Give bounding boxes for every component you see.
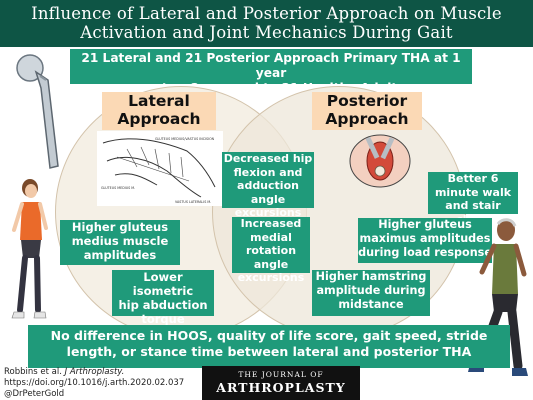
posterior-1-line-2: minute walk [434,185,512,199]
posterior-finding-gluteus-maximus: Higher gluteus maximus amplitudes during… [358,218,492,263]
footer-line-2: length, or stance time between lateral a… [66,344,472,359]
title-bar: Influence of Lateral and Posterior Appro… [0,0,533,47]
hip-implant-illustration [16,54,59,169]
journal-logo: THE JOURNAL OF ARTHROPLASTY [202,366,360,400]
woman-walking-illustration [11,179,48,319]
citation-journal-name: J Arthroplasty. [64,367,125,377]
overlap-2-line-4: excursions [237,271,305,284]
overlap-2-line-3: rotation angle [245,244,297,271]
lateral-heading-line-2: Approach [117,110,201,128]
posterior-2-line-2: maximus amplitudes [359,232,491,245]
posterior-3-line-2: amplitude during [316,284,426,297]
overlap-1-line-3: adduction angle [237,179,299,206]
journal-logo-line-2: ARTHROPLASTY [216,380,346,395]
posterior-2-line-3: during load response [358,246,492,259]
sketch-label-gluteus-medius: GLUTEUS MEDIUS M. [101,186,135,190]
posterior-heading-line-2: Approach [325,110,409,128]
overlap-1-line-1: Decreased hip [223,152,313,165]
lateral-heading-line-1: Lateral [128,92,190,110]
page-title: Influence of Lateral and Posterior Appro… [0,4,533,42]
lateral-finding-abduction-torque: Lower isometric hip abduction torque [112,270,214,326]
journal-logo-line-1: THE JOURNAL OF [238,370,324,379]
lateral-2-line-2: hip abduction [118,298,208,312]
lateral-1-line-1: Higher gluteus [71,220,169,234]
title-line-1: Influence of Lateral and Posterior Appro… [31,4,502,23]
posterior-finding-walk: Better 6 minute walk and stair climb [428,172,518,226]
posterior-3-line-1: Higher hamstring [315,270,427,283]
overlap-2-line-2: medial [250,230,292,244]
posterior-1-line-1: Better 6 [447,172,499,185]
posterior-heading: Posterior Approach [312,92,422,130]
subtitle-banner: 21 Lateral and 21 Posterior Approach Pri… [70,49,472,95]
citation-doi: https://doi.org/10.1016/j.arth.2020.02.0… [4,378,185,388]
sketch-label-vastus-lateralis: VASTUS LATERALIS M. [175,200,211,204]
overlap-1-line-4: excursions [234,206,302,219]
citation-authors-text: Robbins et al. [4,367,65,377]
posterior-finding-hamstring: Higher hamstring amplitude during midsta… [312,270,430,316]
title-line-2: Activation and Joint Mechanics During Ga… [80,23,453,42]
overlap-1-line-2: flexion and [233,165,303,179]
sketch-label-incision: GLUTEUS MEDIUS/VASTUS INCISION [155,137,215,141]
footer-summary: No difference in HOOS, quality of life s… [28,325,510,368]
lateral-2-line-1: Lower isometric [132,270,194,298]
citation-handle: @DrPeterGold [4,389,65,399]
overlap-2-line-1: Increased [240,217,302,230]
posterior-3-line-3: midstance [338,298,404,311]
posterior-approach-illustration [349,134,411,188]
lateral-1-line-2: medius muscle [71,234,169,248]
lateral-2-line-3: torque [141,312,185,326]
subtitle-line-1: 21 Lateral and 21 Posterior Approach Pri… [81,51,461,80]
lateral-heading: Lateral Approach [102,92,216,130]
lateral-approach-sketch: GLUTEUS MEDIUS/VASTUS INCISION GLUTEUS M… [97,131,223,206]
lateral-finding-gluteus-medius: Higher gluteus medius muscle amplitudes [60,220,180,265]
posterior-2-line-1: Higher gluteus [378,218,472,231]
posterior-heading-line-1: Posterior [326,92,408,110]
footer-line-1: No difference in HOOS, quality of life s… [50,328,488,343]
lateral-1-line-3: amplitudes [83,248,157,262]
citation-authors: Robbins et al. J Arthroplasty. [4,367,124,378]
overlap-finding-flexion: Decreased hip flexion and adduction angl… [222,152,314,219]
overlap-finding-rotation: Increased medial rotation angle excursio… [232,217,310,284]
